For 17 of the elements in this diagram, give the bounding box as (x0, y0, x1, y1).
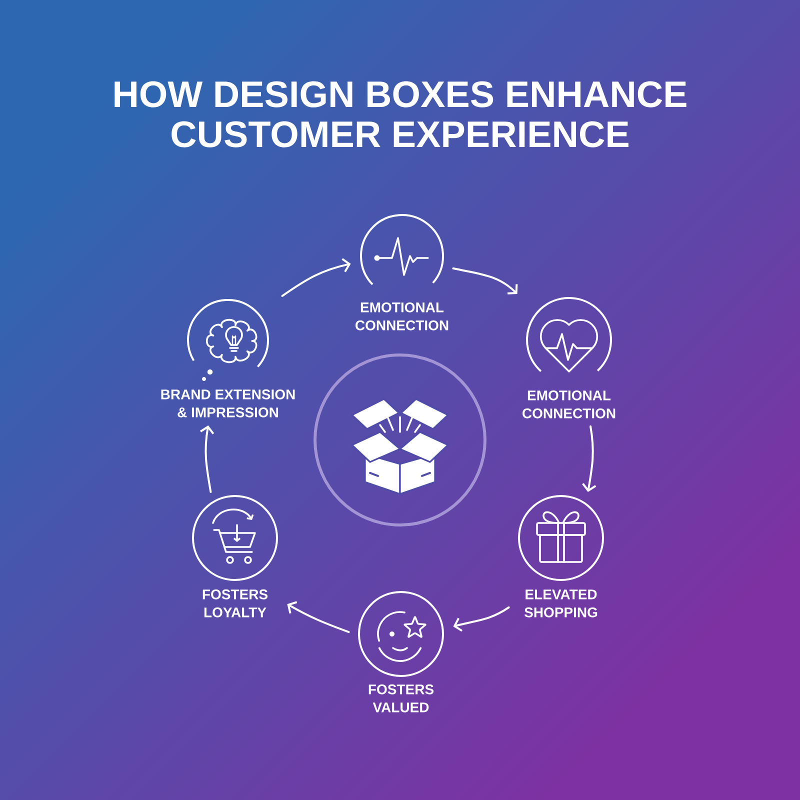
step-node: EMOTIONAL CONNECTION (356, 214, 448, 330)
arrow (287, 601, 350, 634)
arrow (453, 606, 510, 632)
arrow (281, 258, 351, 297)
center-circle (314, 354, 486, 526)
step-node: BRAND EXTENSION & IMPRESSION (161, 299, 295, 418)
step-node: ELEVATED SHOPPING (518, 495, 604, 618)
node-label: FOSTERS VALUED (368, 684, 434, 712)
step-node: EMOTIONAL CONNECTION (522, 297, 616, 418)
arrow (452, 267, 518, 294)
step-node: FOSTERS VALUED (358, 591, 444, 712)
step-node: FOSTERS LOYALTY (192, 495, 278, 618)
node-label: ELEVATED SHOPPING (524, 590, 598, 618)
node-label: FOSTERS LOYALTY (202, 589, 268, 618)
arrow (582, 425, 596, 492)
arrow (200, 425, 214, 493)
title: HOW DESIGN BOXES ENHANCE CUSTOMER EXPERIENCE (114, 81, 686, 148)
